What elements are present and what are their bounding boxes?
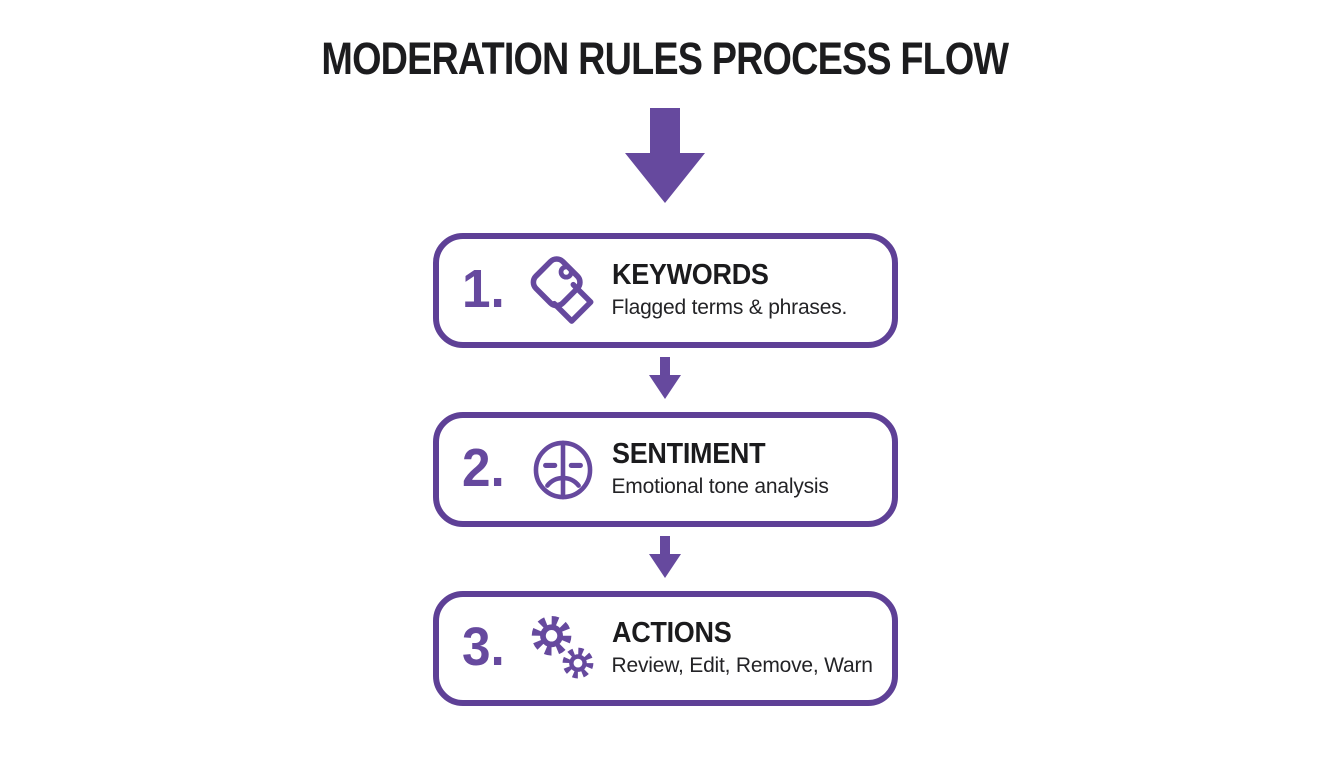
arrow-down-icon: [649, 536, 681, 578]
step-number: 3.: [461, 616, 505, 677]
arrow-down-icon: [649, 357, 681, 399]
flow-column: MODERATION RULES PROCESS FLOW 1. KEYWORD…: [256, 0, 1074, 706]
step-title: SENTIMENT: [611, 438, 766, 471]
gears-icon: [524, 612, 602, 686]
tags-icon: [524, 255, 602, 327]
step-title: ACTIONS: [611, 617, 732, 650]
sad-face-icon: [524, 437, 602, 503]
diagram-title: MODERATION RULES PROCESS FLOW: [321, 33, 1010, 84]
step-number: 1.: [461, 258, 505, 319]
step-text-block: SENTIMENT Emotional tone analysis: [612, 439, 829, 499]
arrow-down-icon: [625, 108, 705, 203]
step-card-keywords: 1. KEYWORDS Flagged terms & phrases.: [432, 233, 898, 348]
step-subtitle: Review, Edit, Remove, Warn: [611, 654, 873, 678]
step-text-block: KEYWORDS Flagged terms & phrases.: [612, 260, 848, 320]
step-card-actions: 3. ACTIONS Review, Edit: [432, 591, 898, 706]
step-title: KEYWORDS: [611, 259, 769, 292]
step-subtitle: Emotional tone analysis: [611, 475, 829, 499]
step-subtitle: Flagged terms & phrases.: [611, 296, 848, 320]
step-text-block: ACTIONS Review, Edit, Remove, Warn: [612, 618, 873, 678]
step-number: 2.: [461, 437, 505, 498]
step-card-sentiment: 2. SENTIMENT Emotional tone analysis: [432, 412, 898, 527]
